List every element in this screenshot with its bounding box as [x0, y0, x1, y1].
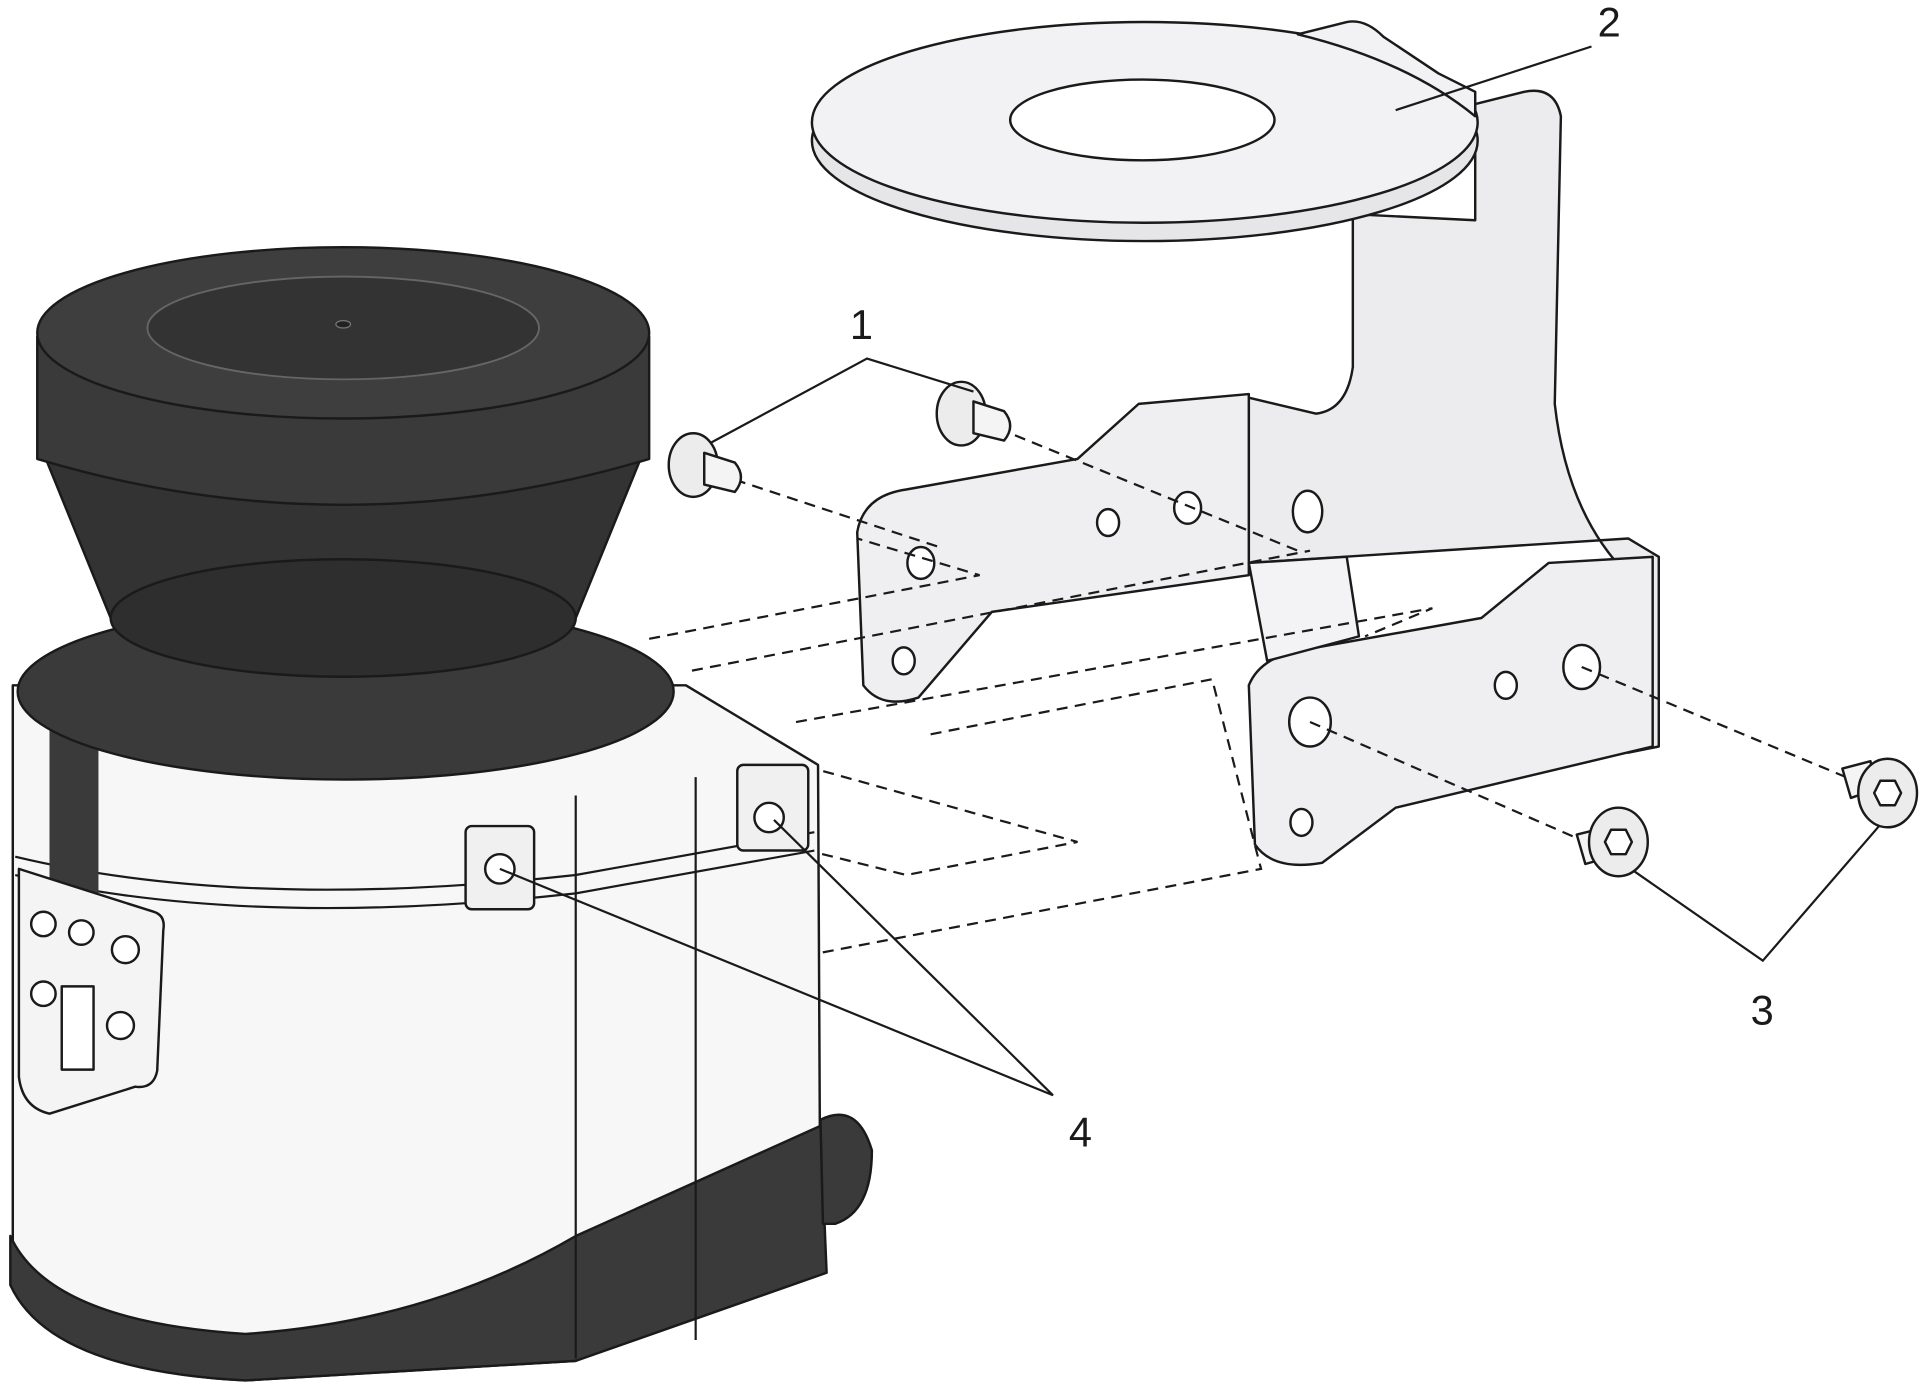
callout-label-2: 2 — [1598, 0, 1621, 46]
stop-icon — [29, 910, 57, 938]
side-strip — [49, 728, 99, 900]
screw-shank — [703, 451, 743, 494]
housing-bottom-band — [9, 1124, 828, 1382]
seven-segment-display — [60, 985, 95, 1071]
scanner-head-base — [109, 558, 577, 678]
leader-2 — [1395, 45, 1592, 112]
callout-label-3: 3 — [1751, 986, 1774, 1033]
leader-4 — [499, 819, 1054, 1097]
connector-knob — [819, 1113, 874, 1226]
hole — [1095, 507, 1121, 538]
bracket-center-hole — [1008, 78, 1276, 162]
leader-3 — [1633, 825, 1880, 963]
bracket-right-arm — [1247, 555, 1654, 867]
hole — [1172, 490, 1203, 526]
bracket-vertical-plate — [1247, 89, 1661, 754]
mounting-tabs — [464, 763, 810, 911]
safety-laser-scanner — [9, 245, 874, 1382]
check-icon — [110, 934, 141, 965]
bracket-disk-tab — [1296, 20, 1477, 118]
hole — [1493, 670, 1519, 701]
screws-part-1 — [667, 380, 1012, 499]
tab-hole-icon — [753, 801, 785, 834]
contamination-icon — [105, 1010, 136, 1041]
callout-label-4: 4 — [1069, 1109, 1092, 1156]
hex-socket-icon — [1603, 828, 1634, 856]
callout-leaders — [499, 45, 1880, 1097]
scanner-top-dot — [335, 320, 352, 329]
leader-1 — [709, 357, 974, 444]
hole — [891, 646, 916, 676]
bracket-left-arm — [855, 392, 1251, 703]
screw-shank — [972, 400, 1012, 442]
mounting-bracket — [810, 20, 1661, 867]
callout-label-1: 1 — [850, 301, 873, 348]
hole — [906, 545, 936, 581]
status-display-panel — [17, 867, 165, 1115]
hole — [1291, 489, 1324, 534]
bracket-holes — [891, 489, 1602, 838]
bracket-base-plate — [1247, 555, 1361, 663]
warning-icon — [67, 919, 95, 946]
hex-socket-icon — [1872, 779, 1903, 807]
screws-part-3 — [1575, 757, 1919, 878]
hole — [1289, 807, 1314, 838]
output-icon — [29, 980, 57, 1008]
